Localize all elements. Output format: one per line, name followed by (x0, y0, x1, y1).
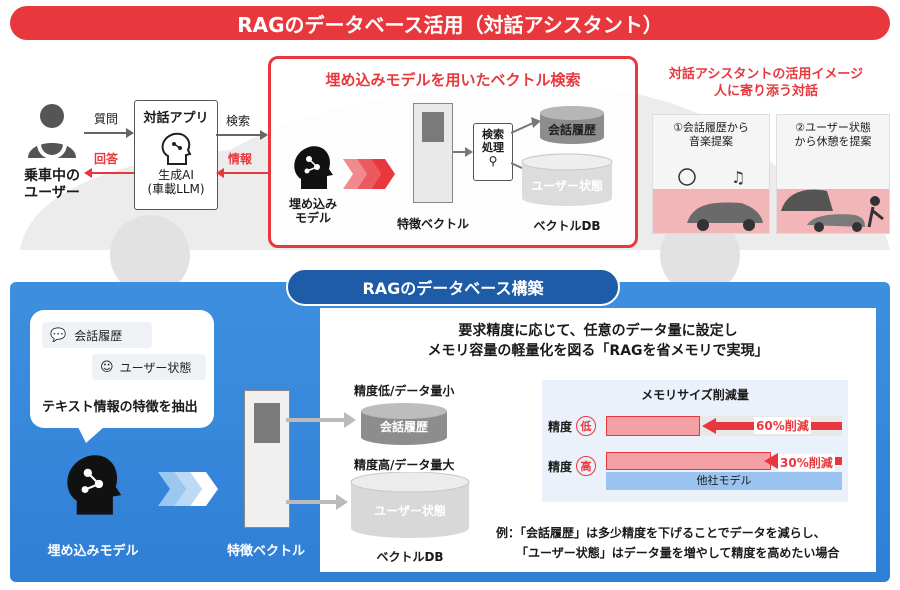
reduce-60-label: 60%削減 (754, 417, 811, 434)
usecase-card-1: ①会話履歴から 音楽提案 ♫ (652, 114, 770, 234)
chart-title: メモリサイズ削減量 (641, 388, 749, 402)
arrow-answer-label: 回答 (94, 152, 119, 166)
arrow-answer (84, 168, 134, 178)
user-label: 乗車中の ユーザー (24, 168, 80, 201)
dialog-app-box: 対話アプリ 生成AI (車載LLM) (134, 100, 218, 210)
example-line1: 例：「会話履歴」は多少精度を下げることでデータを減らし、 (496, 526, 826, 540)
db-construction-title-pill: RAGのデータベース構築 (286, 268, 620, 306)
car-music-illustration: ♫ (653, 168, 769, 233)
row-high-label: 精度 高 (548, 456, 597, 476)
car-rest-illustration (777, 189, 889, 233)
desc-line2: メモリ容量の軽量化を図る「RAGを省メモリで実現」 (427, 343, 769, 359)
embed-model-label: 埋め込み モデル (288, 197, 337, 225)
embedding-model-head-icon (294, 146, 333, 189)
history-db-cylinder-bottom (361, 403, 447, 445)
usecase-title: 対話アシスタントの活用イメージ 人に寄り添う対話 (648, 66, 884, 100)
search-process-box: 検索 処理 ⚲ (473, 123, 513, 181)
embedding-model-head-icon-bottom (67, 455, 122, 515)
magnifier-icon: ⚲ (488, 154, 498, 168)
chevron-arrows-red (343, 159, 395, 189)
high-precision-label: 精度高/データ量大 (354, 458, 455, 472)
bar-low (606, 416, 700, 436)
arrow-device-to-userstate (286, 494, 348, 510)
low-precision-label: 精度低/データ量小 (354, 384, 455, 398)
other-model-label: 他社モデル (696, 474, 752, 487)
app-sub: 生成AI (車載LLM) (147, 168, 205, 196)
ai-head-icon (161, 132, 192, 165)
history-db-label: 会話履歴 (547, 123, 596, 137)
bar-other-model: 他社モデル (606, 472, 842, 490)
tag-history-label: 会話履歴 (74, 328, 123, 343)
usecase-1-text: ①会話履歴から 音楽提案 (673, 121, 749, 148)
app-title: 対話アプリ (143, 111, 209, 126)
header-banner: RAGのデータベース活用（対話アシスタント） (10, 6, 890, 40)
vector-db-label-bottom: ベクトルDB (376, 550, 444, 564)
tag-history: 💬 会話履歴 (42, 322, 152, 348)
text-extract-bubble: 💬 会話履歴 ☺ ユーザー状態 テキスト情報の特徴を抽出 (30, 310, 214, 428)
person-icon: ☺ (100, 359, 114, 375)
svg-text:♫: ♫ (731, 168, 745, 187)
arrow-info (216, 168, 268, 178)
bubble-tail (78, 427, 104, 443)
feature-vector-device (413, 103, 453, 203)
desc-line1: 要求精度に応じて、任意のデータ量に設定し (458, 323, 738, 339)
history-db-label-bottom: 会話履歴 (379, 420, 428, 434)
embed-model-label-bottom: 埋め込みモデル (47, 544, 139, 559)
userstate-db-cylinder-bottom (350, 472, 470, 538)
arrow-to-history-db (511, 117, 541, 134)
precision-label-high: 精度 (548, 459, 573, 474)
userstate-db-cylinder (521, 153, 613, 206)
tag-user-state: ☺ ユーザー状態 (92, 354, 206, 380)
usecase-title-line1: 対話アシスタントの活用イメージ (668, 67, 864, 82)
feature-vector-label: 特徴ベクトル (396, 217, 469, 231)
arrow-search (216, 130, 268, 140)
vector-db-label: ベクトルDB (533, 219, 601, 233)
vector-search-panel: 埋め込みモデルを用いたベクトル検索 埋め込み モデル 特徴ベクトル 検索 処理 … (268, 56, 638, 248)
chat-icon: 💬 (50, 327, 67, 343)
reduce-30-label: 30%削減 (778, 454, 835, 471)
arrow-to-search (453, 147, 473, 157)
feature-vector-label-bottom: 特徴ベクトル (226, 544, 305, 559)
chevron-arrows-blue (158, 472, 218, 506)
arrow-info-label: 情報 (228, 152, 253, 166)
arrow-question-label: 質問 (94, 112, 119, 126)
userstate-db-label-bottom: ユーザー状態 (374, 504, 446, 518)
userstate-db-label: ユーザー状態 (531, 179, 603, 193)
low-badge: 低 (576, 416, 597, 436)
usecase-card-2: ②ユーザー状態 から休憩を提案 (776, 114, 890, 234)
row-low-label: 精度 低 (548, 416, 597, 436)
example-line2: 「ユーザー状態」はデータ量を増やして精度を高めたい場合 (516, 546, 840, 560)
feature-vector-device-bottom (244, 390, 290, 528)
arrow-device-to-history (286, 412, 356, 428)
db-construction-title: RAGのデータベース構築 (362, 279, 544, 298)
extract-text: テキスト情報の特徴を抽出 (42, 400, 198, 415)
high-badge: 高 (576, 456, 597, 476)
usecase-title-line2: 人に寄り添う対話 (713, 84, 818, 99)
driver-icon (28, 104, 76, 159)
search-process-label: 検索 処理 (482, 128, 504, 154)
memory-chart: メモリサイズ削減量 精度 低 60%削減 精度 高 30%削減 他社モデル (542, 380, 848, 502)
precision-label-low: 精度 (548, 419, 573, 434)
info-card: 要求精度に応じて、任意のデータ量に設定し メモリ容量の軽量化を図る「RAGを省メ… (286, 308, 876, 572)
vector-search-title: 埋め込みモデルを用いたベクトル検索 (325, 71, 581, 89)
page-title: RAGのデータベース活用（対話アシスタント） (237, 12, 663, 37)
usecase-2-text: ②ユーザー状態 から休憩を提案 (794, 121, 872, 148)
tag-user-state-label: ユーザー状態 (119, 360, 192, 375)
arrow-question (84, 128, 134, 138)
bar-high (606, 452, 771, 470)
history-db-cylinder (540, 106, 604, 144)
arrow-search-label: 検索 (226, 114, 251, 128)
